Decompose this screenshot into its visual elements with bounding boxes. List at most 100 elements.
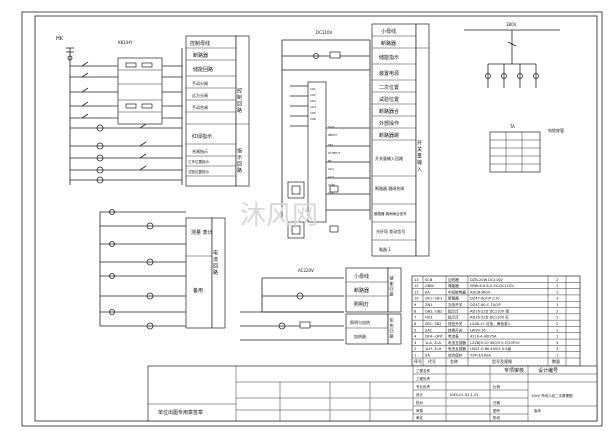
table-cell: GBW (425, 284, 434, 288)
right-label: 试验位置 (379, 96, 399, 103)
module-pin-label: CON (328, 183, 335, 187)
project-code: 设计编号 (538, 367, 558, 374)
table-cell: KA (425, 290, 430, 294)
middle-panel: DC110V 101 102 103 104 105 106 SCO INPUT… (240, 23, 430, 345)
table-cell: 转换开关 (448, 327, 463, 332)
outer-border (21, 11, 603, 427)
table-cell: 9 (414, 303, 417, 307)
right-group: 开 关 量 输 入 (416, 140, 422, 172)
table-cell: 42L6-A 400/5A (470, 335, 497, 339)
table-cell: 3 (556, 347, 558, 351)
title-row: 设计 (416, 392, 424, 397)
table-cell: SB1, SB2 (425, 322, 441, 326)
lower-right-label: 照明与加热 (350, 319, 370, 325)
ac-bus-label: AC220V (298, 268, 314, 273)
table-cell: LA38-11 红色、黄色各1 (470, 321, 510, 326)
table-cell: ZN1 (425, 303, 432, 307)
module-pin: 102 (310, 93, 316, 97)
table-cell: 1 (556, 284, 558, 288)
drawing-title: 10kV 开闭入线二次原理图 (531, 393, 573, 398)
date-label: 日期 (493, 400, 501, 405)
module-pin-label: AC1 (328, 167, 334, 171)
lower-group-current: 电 流 回 路 (212, 249, 218, 276)
table-cell: 1 (556, 354, 558, 358)
table-cell: 中间继电器 (448, 289, 466, 294)
table-cell: 7 (414, 316, 416, 320)
right-label: 储能指示 (379, 54, 399, 61)
middle-right-label-list: 小母线 断路器 储能指示 装置电源 二次位置 试验位置 断路器合 外部操作 断路… (372, 28, 429, 252)
table-cell: GB1, GB2 (425, 309, 442, 313)
table-cell: 4 (414, 335, 417, 339)
design-label: 专项审核 (504, 367, 524, 374)
module-pin-label: SCO (328, 125, 335, 129)
fn-label: 手动合闸 (192, 104, 208, 110)
table-cell: AD16-22D DC110V 红 (470, 315, 509, 320)
right-panel: 380V TA 电缆穿管 (464, 22, 564, 173)
table-cell: 交流开关 (448, 302, 463, 307)
right-label: 光纤同 差动信号 (376, 228, 405, 234)
lower-right-label: 断路器 (354, 287, 369, 294)
right-label: 断路器 跳闸合闸 (375, 185, 404, 191)
side-note: 电缆穿管 (548, 127, 564, 133)
table-cell: 综合保护 (448, 353, 463, 358)
table-cell: 1 (556, 290, 558, 294)
fn-label: 断路器 (193, 52, 208, 59)
table-cell: 1 (556, 316, 558, 320)
fn-label: 工作位置指示 (188, 159, 209, 164)
table-cell: ERW-6-0.6-0.5S-DC110V (470, 284, 514, 288)
module-pin-label: COL (328, 191, 334, 195)
table-cell: HG1 (425, 316, 433, 320)
lower-vert-1: 储 能 回 路 (390, 275, 395, 297)
table-cell: DZB-20W DC110V (470, 278, 503, 282)
module-pin: 103 (310, 99, 316, 103)
right-label: 装置电源 (379, 70, 399, 77)
table-cell: 指示灯 (448, 308, 459, 313)
lower-label-spare: 备用 (193, 287, 203, 294)
lower-right-label: 小母线 (354, 273, 369, 280)
table-cell: 6 (414, 322, 417, 326)
left-panel: HK KK1/HY (56, 35, 250, 330)
module-pin-label: OUTPUT (328, 151, 340, 155)
table-cell: QF1~QF3 (425, 297, 442, 301)
version-label: 版本 (534, 408, 542, 413)
table-cell: SA1 (425, 328, 432, 332)
module-pin-list: 101 102 103 104 105 106 SCO INPUT SEL OU… (310, 87, 340, 195)
table-cell: 指示灯 (448, 315, 459, 320)
table-cell: LZZBJ9-10 400/5 0.5/10P10 (470, 341, 520, 345)
table-cell: TZP-3/100A (469, 354, 491, 358)
title-row: 工程名称 (416, 368, 430, 373)
fn-group-control: 控 制 回 路 (236, 87, 242, 114)
table-cell: AD16-22D DC110V 绿 (470, 308, 509, 313)
table-cell: 2 (556, 309, 558, 313)
fn-label: 控制母线 (190, 40, 210, 47)
module-pin-label: PC (328, 159, 332, 163)
fn-label: 红绿指示 (192, 133, 212, 140)
table-header: 代号 (428, 358, 436, 364)
right-label: 小母线 (381, 28, 396, 35)
right-label: 断路器 (381, 40, 396, 47)
table-header: 数量 (552, 358, 560, 364)
fn-group-indicator: 指 示 回 路 (236, 147, 242, 174)
table-cell: 2 (556, 278, 558, 282)
right-top-label: 380V (506, 22, 517, 27)
table-cell: 1 (556, 335, 558, 339)
table-cell: 3 (556, 297, 558, 301)
table-cell: SCB (425, 278, 433, 282)
table-cell: 3 (556, 341, 558, 345)
lower-vert-2: 加 热 回 路 (390, 317, 395, 339)
table-cell: QF4~QF6 (425, 335, 443, 339)
table-cell: 2 (414, 347, 416, 351)
right-label: 断路器合 (379, 108, 399, 115)
table-cell: 电流表 (448, 334, 459, 339)
scale-label: 比例 (493, 384, 501, 389)
lower-label-meter: 测量 表计 (191, 229, 213, 236)
table-cell: 11 (414, 290, 419, 294)
filename-label: 10KV-01-02-1-01 (449, 393, 479, 397)
table-cell: 1 (556, 303, 558, 307)
table-cell: 1LH, 2LH (425, 347, 442, 351)
module-pin: 101 (310, 87, 316, 91)
title-row: 专业负责 (416, 384, 430, 389)
small-table-title: TA (509, 124, 515, 129)
right-label: 断路器跳 (379, 132, 399, 139)
